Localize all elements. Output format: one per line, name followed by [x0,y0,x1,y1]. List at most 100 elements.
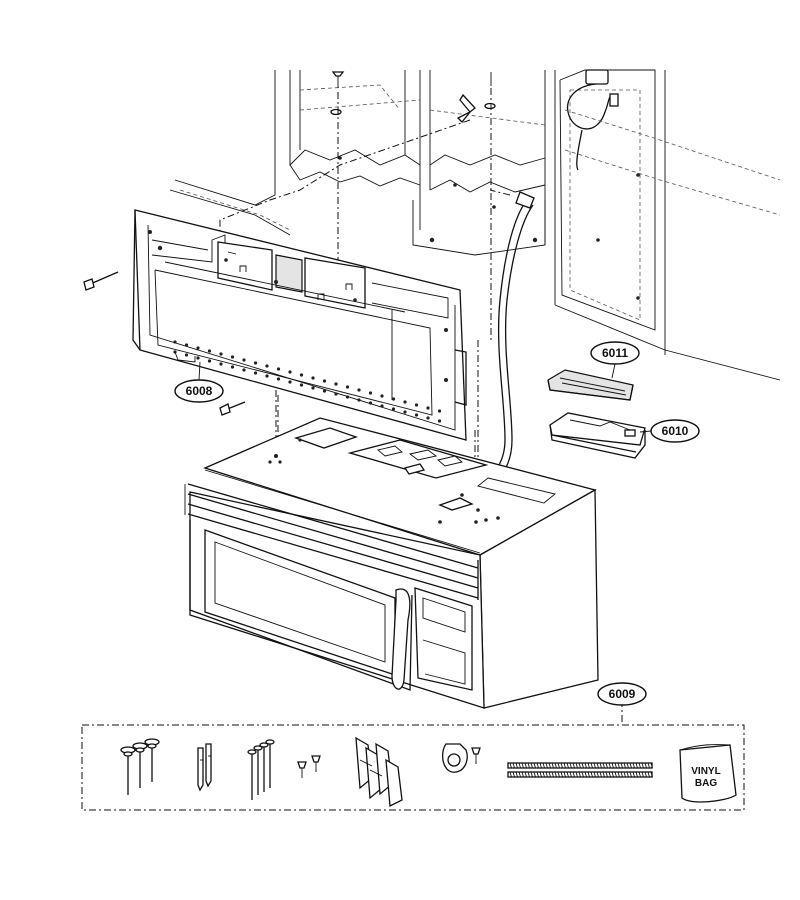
lag-screws [120,738,160,795]
strip-tick [557,771,560,778]
strip-tick [521,762,524,769]
plate-hole [196,346,200,350]
strip-tick [572,762,575,769]
vinyl-bag: VINYL BAG [679,744,737,803]
strip-tick [602,771,605,778]
strip-tick [524,771,527,778]
strip-tick [548,771,551,778]
strip-tick [620,771,623,778]
strip-tick [629,762,632,769]
small-screws [297,755,321,778]
strip-tick [527,771,530,778]
wall-cabinets [169,69,781,381]
strip-tick [545,762,548,769]
plate-hole [322,379,327,383]
strip-tick [596,762,599,769]
strip-tick [593,762,596,769]
damper-housing [549,412,646,459]
top-mounting-screws [330,71,496,123]
strip-tick [554,771,557,778]
plate-hole [414,413,419,417]
strip-tick [518,762,521,769]
plate-hole [288,380,292,384]
strip-tick [554,762,557,769]
strip-tick [605,771,608,778]
plate-hole [437,409,442,413]
strip-tick [599,771,602,778]
strip-tick [617,762,620,769]
plate-hole [288,370,292,374]
plate-hole [242,368,246,372]
plate-hole [184,343,189,347]
plate-hole [253,371,258,375]
filler-strips [507,762,653,778]
strip-tick [512,762,515,769]
strip-tick [521,771,524,778]
plate-hole [391,397,396,401]
strip-tick [572,771,575,778]
vinyl-bag-label-line1: VINYL [691,766,720,777]
plate-hole [345,385,350,389]
damper-plate [547,369,634,401]
strip-tick [650,762,653,769]
plate-hole [311,376,315,380]
toggle-bolts [247,739,275,800]
plate-hole [184,353,189,357]
strip-tick [560,771,563,778]
strip-tick [608,771,611,778]
strip-tick [593,771,596,778]
strip-tick [518,771,521,778]
strip-tick [596,771,599,778]
strip-tick [644,771,647,778]
strip-tick [545,771,548,778]
strip-tick [605,762,608,769]
callout-6011-label: 6011 [602,346,628,360]
mounting-plate [132,209,467,441]
wall-anchors [197,743,212,792]
strip-tick [533,771,536,778]
plate-hole [426,416,430,420]
plate-hole [230,365,235,369]
plate-hole [380,394,384,398]
plate-hole [426,406,430,410]
strip-tick [587,762,590,769]
plate-hole [357,398,361,402]
strip-tick [617,771,620,778]
strip-tick [527,762,530,769]
strip-tick [641,762,644,769]
strip-tick [629,771,632,778]
strip-tick [542,762,545,769]
toggle-wings [355,736,403,808]
plate-hole [207,359,212,363]
power-cord [474,191,535,496]
plate-hole [219,362,223,366]
plate-hole [368,391,373,395]
callout-6010: 6010 [639,419,700,443]
callout-6011: 6011 [590,341,640,379]
strip-tick [614,762,617,769]
strip-tick [575,771,578,778]
strip-tick [548,762,551,769]
strip-tick [524,762,527,769]
strip-tick [638,771,641,778]
cord-clamp [441,743,481,773]
strip-tick [533,762,536,769]
strip-tick [623,771,626,778]
strip-tick [590,762,593,769]
plate-hole [299,383,304,387]
plate-hole [276,377,281,381]
strip-tick [641,771,644,778]
strip-tick [626,762,629,769]
plate-hole [322,389,327,393]
plate-hole [437,419,442,423]
strip-tick [635,771,638,778]
plate-hole [276,367,281,371]
strip-tick [647,762,650,769]
strip-tick [566,762,569,769]
plate-hole [196,356,200,360]
callout-6009-label: 6009 [609,687,636,701]
strip-tick [539,762,542,769]
strip-tick [611,762,614,769]
plate-hole [403,410,407,414]
